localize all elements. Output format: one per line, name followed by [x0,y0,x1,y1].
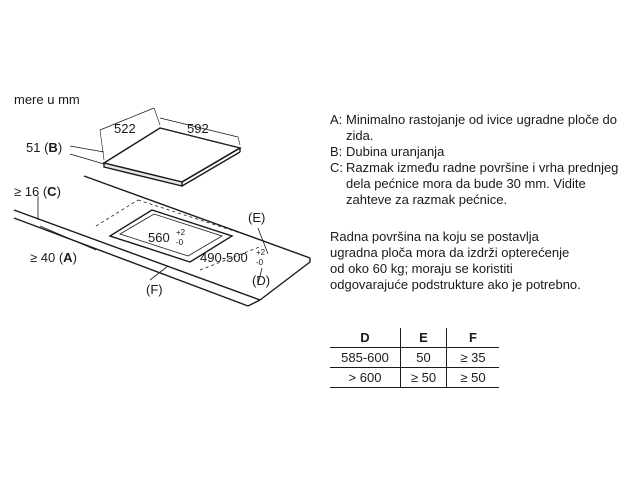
table-cell: > 600 [330,367,401,388]
gap-label: ≥ 16 (C) [14,184,61,199]
hob-height-label: 51 (B) [26,140,62,155]
edge-distance-label: ≥ 40 (A) [30,250,77,265]
legend-text: Razmak između radne površine i vrha pred… [346,160,619,207]
dimension-table: D E F 585-600 50 ≥ 35 > 600 ≥ 50 ≥ 50 [330,328,499,388]
cutout-depth-tol-plus: +2 [176,228,186,237]
cutout-depth-tol-minus: -0 [176,238,184,247]
hob-depth-label: 592 [187,121,209,136]
hob-width-label: 522 [114,121,136,136]
legend-item-b: B: Dubina uranjanja [330,144,630,160]
table-cell: 50 [400,347,447,368]
legend-key: C: [330,160,343,175]
worktop-front-edge [13,209,261,301]
worktop-back-edge [83,175,311,259]
label-e: (E) [248,210,265,225]
table-cell: ≥ 35 [446,347,499,368]
label-f: (F) [146,282,163,297]
cutout-depth-label: 560 [148,230,170,245]
cutout-width-tol-minus: -0 [256,258,264,267]
load-note: Radna površina na koju se postavlja ugra… [330,229,581,292]
label-d: (D) [252,273,270,288]
cutout-width-tol-plus: +2 [256,248,266,257]
cutout-width-label: 490-500 [200,250,248,265]
table-header: D [330,328,401,348]
legend-item-a: A: Minimalno rastojanje od ivice ugradne… [330,112,630,144]
table-row: > 600 ≥ 50 ≥ 50 [330,367,499,388]
table-header: F [446,328,499,348]
legend: A: Minimalno rastojanje od ivice ugradne… [330,112,630,208]
hob-top [102,127,242,183]
table-cell: ≥ 50 [400,367,447,388]
cutout [108,209,234,263]
legend-item-c: C: Razmak između radne površine i vrha p… [330,160,630,208]
table-cell: ≥ 50 [446,367,499,388]
unit-note: mere u mm [14,92,80,107]
table-cell: 585-600 [330,347,401,368]
table-row: 585-600 50 ≥ 35 [330,347,499,368]
legend-key: A: [330,112,343,127]
table-header: E [400,328,447,348]
hob-edge [103,162,183,187]
legend-text: Dubina uranjanja [346,144,445,159]
legend-key: B: [330,144,343,159]
table-header-row: D E F [330,328,499,348]
legend-text: Minimalno rastojanje od ivice ugradne pl… [346,112,617,143]
